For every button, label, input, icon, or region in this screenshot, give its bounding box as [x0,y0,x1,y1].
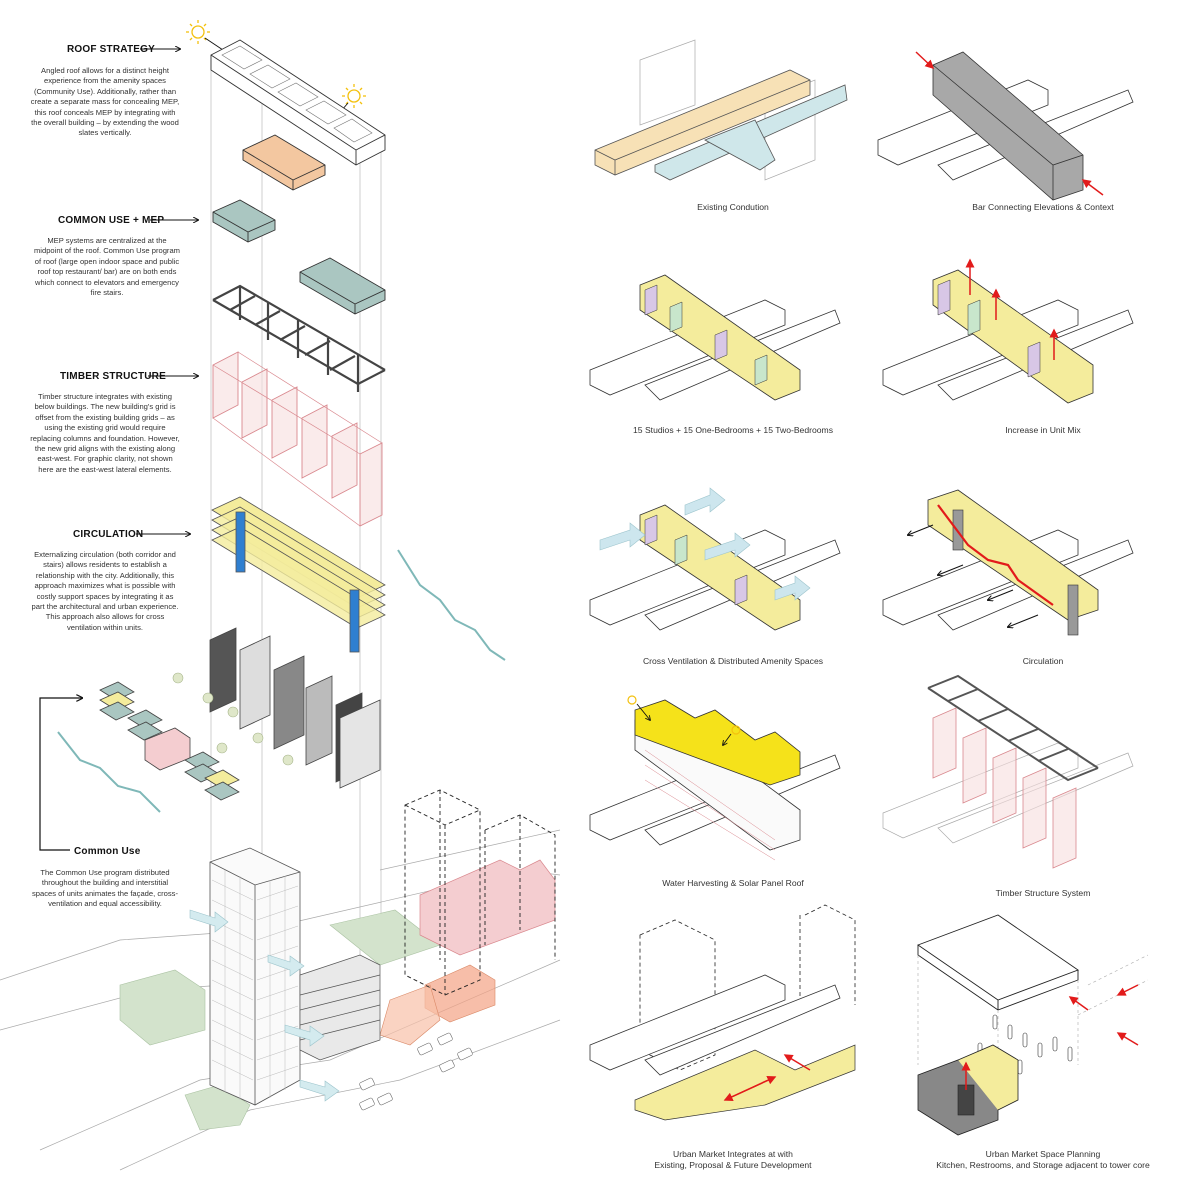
panel-solar-roof [589,695,841,861]
sun-icon [342,84,366,108]
circulation-text: Externalizing circulation (both corridor… [31,550,179,632]
panel-market-space-planning [917,914,1149,1136]
panel-8-caption: Timber Structure System [995,888,1091,898]
panel-9-caption: Urban Market Integrates at with Existing… [654,1149,812,1170]
panel-4-caption: Increase in Unit Mix [1005,425,1081,435]
panel-3-caption: 15 Studios + 15 One-Bedrooms + 15 Two-Be… [633,425,833,435]
units-layer [209,627,381,789]
timber-beam-layer [212,284,386,392]
roof-strategy-text: Angled roof allows for a distinct height… [30,66,180,138]
panel-2-caption: Bar Connecting Elevations & Context [972,202,1114,212]
panel-existing-condition [594,39,848,181]
common-use-bracket [39,698,82,851]
timber-frame-layer [212,351,383,527]
car-icons [359,1032,473,1111]
timber-structure-text: Timber structure integrates with existin… [30,392,180,474]
common-use-mep-layer [212,134,386,315]
panel-timber-structure [882,674,1134,869]
panel-7-caption: Water Harvesting & Solar Panel Roof [662,878,804,888]
residential-tower [209,847,301,1106]
green-area [119,969,206,1046]
common-use-mep-text: MEP systems are centralized at the midpo… [33,236,181,298]
panel-1-caption: Existing Condution [697,202,769,212]
common-use-text: The Common Use program distributed throu… [31,868,179,909]
existing-building [379,984,441,1046]
roof-strategy-heading: ROOF STRATEGY [67,44,155,55]
river-line [397,549,506,661]
roof-layer [210,39,386,166]
tree-icons [172,672,294,766]
common-use-mep-heading: COMMON USE + MEP [58,215,165,226]
existing-building [419,859,556,956]
panel-increase-unit-mix [882,258,1134,404]
river-line [57,731,161,813]
circulation-heading: CIRCULATION [73,529,144,540]
panel-10-caption: Urban Market Space Planning Kitchen, Res… [936,1149,1150,1170]
common-use-heading: Common Use [74,846,141,857]
ventilation-arrows [189,909,340,1102]
circulation-layer [211,496,386,653]
panel-urban-market [589,904,856,1121]
future-development [404,789,556,996]
sun-icon [627,695,741,735]
common-use-pods [99,681,240,801]
panel-6-caption: Circulation [1022,656,1064,666]
panel-5-caption: Cross Ventilation & Distributed Amenity … [642,656,824,666]
sun-icon [186,20,210,44]
timber-structure-heading: TIMBER STRUCTURE [60,371,166,382]
exploded-axonometric [0,20,561,1171]
panel-cross-ventilation [589,487,841,631]
panel-circulation [882,489,1134,636]
panel-bar-connecting [877,51,1134,201]
panel-unit-mix [589,274,841,401]
